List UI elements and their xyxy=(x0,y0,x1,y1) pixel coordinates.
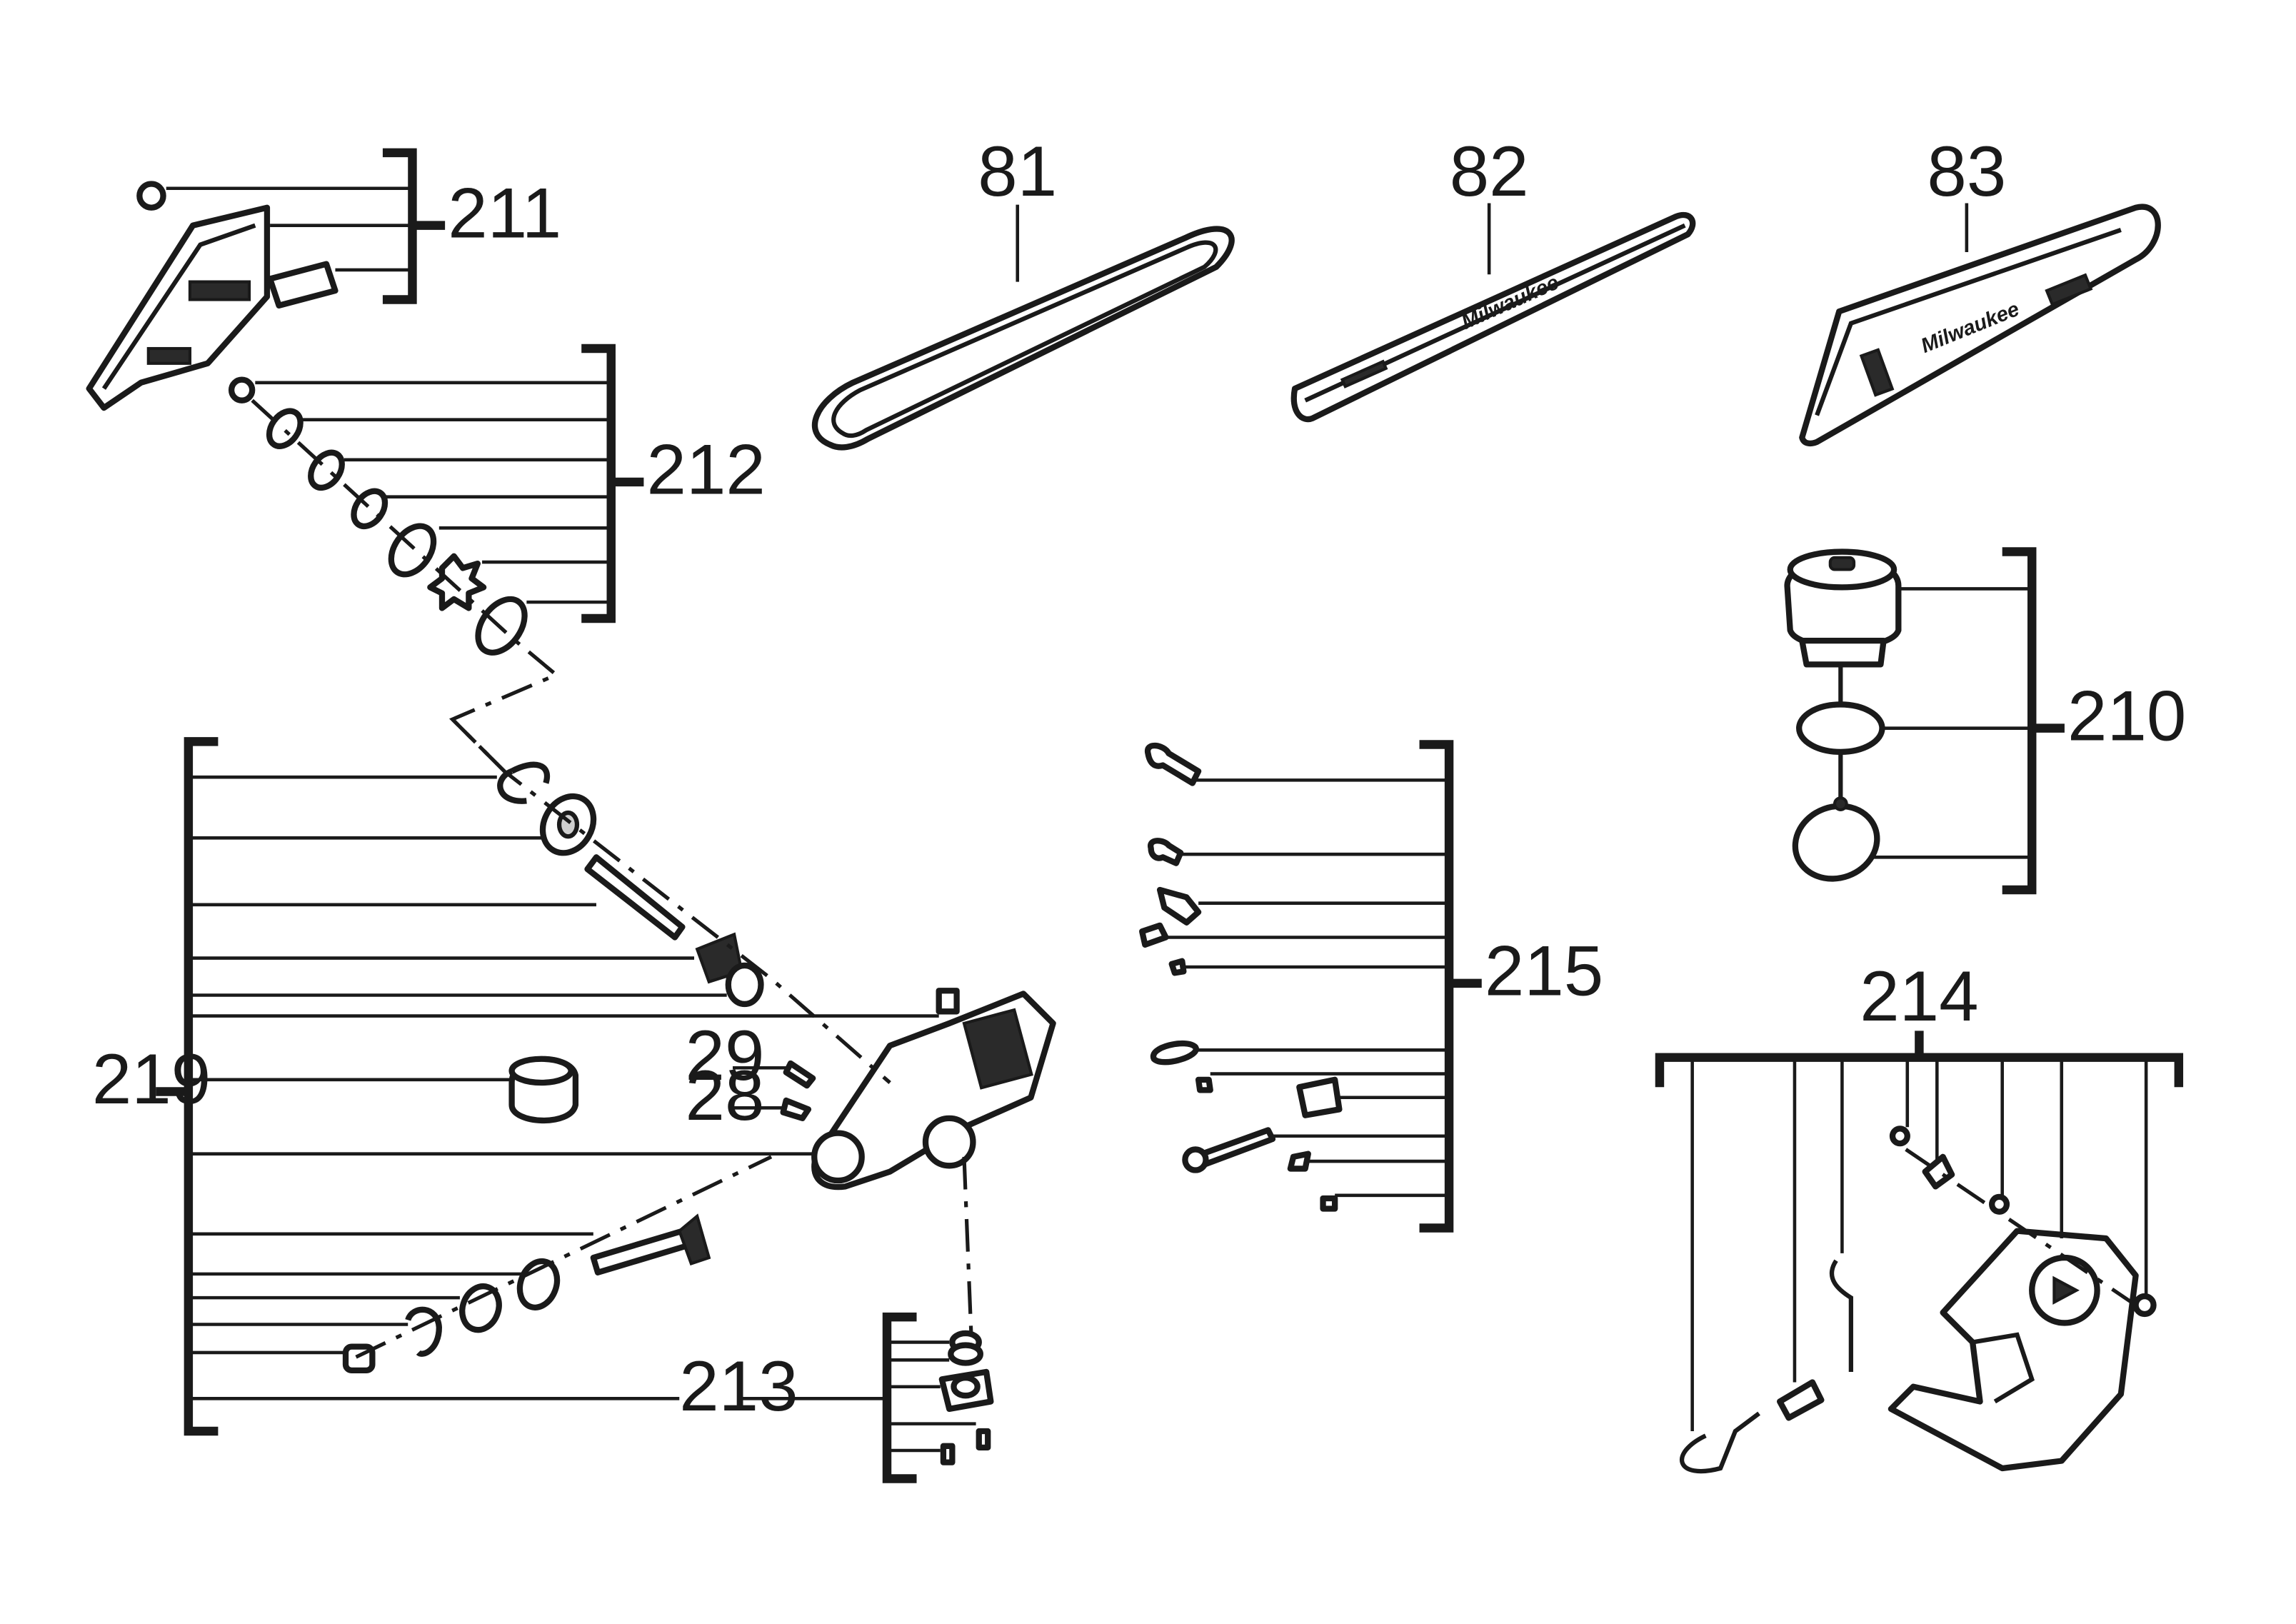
part-211-sprocket-cover xyxy=(86,148,446,411)
label-211: 211 xyxy=(448,174,561,253)
part-29-screw xyxy=(733,1060,816,1089)
part-83-bar-cover: Milwaukee xyxy=(1799,203,2161,447)
part-213-oil-pump xyxy=(882,1312,994,1483)
label-210: 210 xyxy=(2067,676,2186,756)
label-82: 82 xyxy=(1450,132,1529,211)
label-81: 81 xyxy=(978,132,1057,211)
label-215: 215 xyxy=(1485,931,1603,1011)
label-212: 212 xyxy=(647,431,766,510)
part-219-gearbox-assembly xyxy=(156,718,1056,1436)
label-29: 29 xyxy=(686,1016,765,1096)
part-210-oil-tank-cap xyxy=(1784,547,2065,895)
label-213: 213 xyxy=(679,1347,798,1426)
label-214: 214 xyxy=(1860,957,1978,1036)
label-28: 28 xyxy=(686,1056,765,1136)
part-81-saw-chain xyxy=(811,204,1235,451)
part-215-tensioner-hardware xyxy=(1139,740,1482,1233)
part-214-oil-tank xyxy=(1655,1031,2184,1474)
part-212-sprocket-washers xyxy=(228,344,644,766)
label-83: 83 xyxy=(1927,132,2006,211)
part-82-guide-bar: Milwaukee xyxy=(1290,203,1696,423)
label-219: 219 xyxy=(92,1040,211,1119)
part-28-screw xyxy=(733,1097,812,1121)
